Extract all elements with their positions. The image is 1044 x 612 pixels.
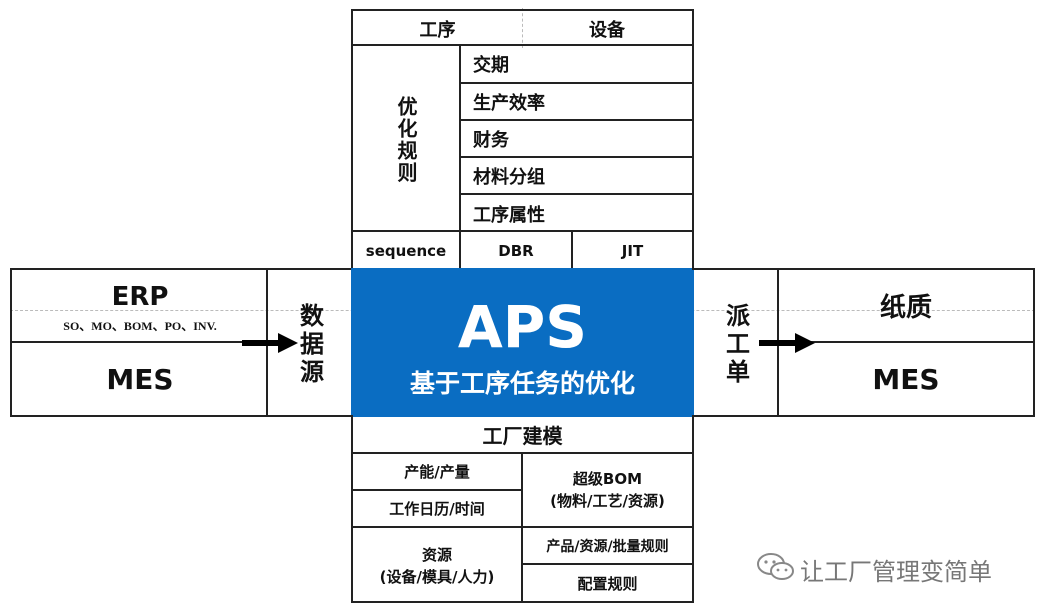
capacity-output: 产能/产量 xyxy=(353,454,521,491)
arrow-right-icon xyxy=(242,333,298,353)
header-process: 工序 xyxy=(419,19,456,41)
right-mes: MES xyxy=(872,362,940,396)
wechat-icon xyxy=(757,553,794,580)
rule-material-grouping: 材料分组 xyxy=(461,158,694,195)
method-sequence: sequence xyxy=(353,232,461,270)
data-source-label: 数据源 xyxy=(295,303,324,387)
rule-delivery: 交期 xyxy=(461,46,694,84)
rule-finance: 财务 xyxy=(461,121,694,158)
left-panel xyxy=(10,268,353,417)
watermark-text: 让工厂管理变简单 xyxy=(800,558,992,586)
bottom-mid-divider xyxy=(351,454,523,601)
right-panel xyxy=(692,268,1035,417)
paper-label: 纸质 xyxy=(879,293,932,323)
super-bom: 超级BOM (物料/工艺/资源) xyxy=(523,454,692,528)
method-dbr: DBR xyxy=(461,232,573,270)
method-jit: JIT xyxy=(621,242,644,260)
aps-title: APS xyxy=(457,293,588,361)
header-divider xyxy=(351,44,694,46)
bottom-panel xyxy=(351,415,694,603)
rules-label-column xyxy=(351,46,461,232)
configuration-rules: 配置规则 xyxy=(577,574,638,593)
left-mes: MES xyxy=(106,362,174,396)
methods-divider xyxy=(351,230,694,232)
resources: 资源 (设备/模具/人力) xyxy=(379,545,495,586)
rules-label: 优化规则 xyxy=(394,96,418,184)
aps-subtitle: 基于工序任务的优化 xyxy=(409,369,635,398)
erp-items: SO、MO、BOM、PO、INV. xyxy=(63,318,217,333)
factory-modeling-header: 工厂建模 xyxy=(353,417,692,454)
erp-title: ERP xyxy=(111,282,169,312)
work-calendar: 工作日历/时间 xyxy=(353,491,521,528)
dispatch-label: 派工单 xyxy=(721,303,750,387)
rule-process-attribute: 工序属性 xyxy=(473,204,545,226)
header-equipment: 设备 xyxy=(589,19,625,41)
rule-efficiency: 生产效率 xyxy=(461,84,694,121)
arrow-right-icon xyxy=(759,333,815,353)
paper-mes-divider xyxy=(779,341,1033,343)
product-resource-batch-rules: 产品/资源/批量规则 xyxy=(523,528,692,565)
aps-box xyxy=(351,268,694,417)
guide-line-vertical xyxy=(522,8,523,48)
erp-mes-divider xyxy=(12,341,268,343)
